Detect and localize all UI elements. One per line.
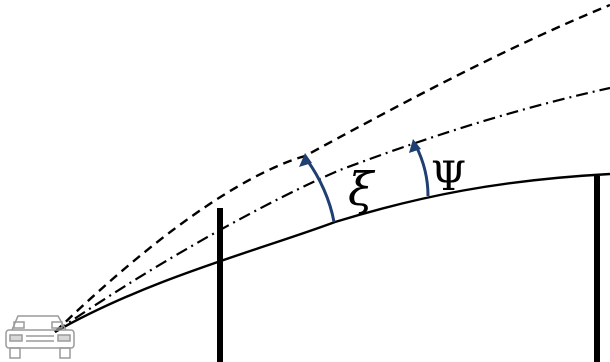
dash-dot-curve xyxy=(54,86,610,333)
psi-label: Ψ xyxy=(431,154,466,200)
road-curve xyxy=(54,172,610,334)
dashed-curve xyxy=(54,3,610,333)
xi-arrowhead xyxy=(299,153,312,167)
car-icon xyxy=(5,315,75,359)
xi-angle-arrow xyxy=(305,159,336,223)
psi-angle-arrow xyxy=(414,145,430,197)
xi-label: ξ xyxy=(348,162,376,216)
psi-arrowhead xyxy=(409,139,421,153)
